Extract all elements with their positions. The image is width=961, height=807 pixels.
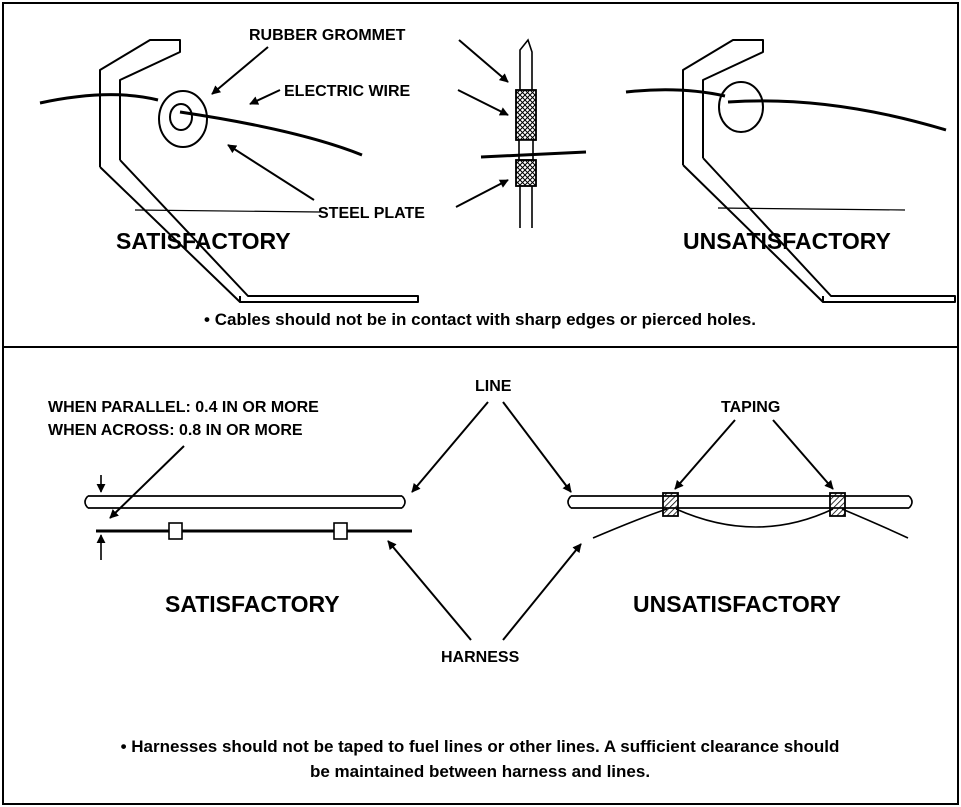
top-leader-arrows [211,39,509,208]
label-satisfactory-bottom: SATISFACTORY [165,591,340,617]
note-taping-line2: be maintained between harness and lines. [310,762,650,781]
taping-mark [829,492,846,517]
line-pipe-satisfactory [88,495,402,509]
note-sharp-edges: • Cables should not be in contact with s… [204,310,756,329]
label-when-parallel: WHEN PARALLEL: 0.4 IN OR MORE [48,399,319,416]
grommet-detail [480,38,587,228]
steel-plate-without-grommet [625,39,956,303]
steel-plate-edge-line [480,150,587,159]
line-pipe-unsatisfactory [571,495,909,509]
label-unsatisfactory-top: UNSATISFACTORY [683,228,891,254]
note-taping-line1: • Harnesses should not be taped to fuel … [121,737,840,756]
electric-wire-unsatisfactory [727,99,947,132]
electric-wire-satisfactory [179,110,363,157]
label-satisfactory-top: SATISFACTORY [116,228,291,254]
label-steel-plate: STEEL PLATE [318,205,425,222]
harness-unsatisfactory [675,508,834,528]
satisfactory-line-harness [84,475,412,560]
label-taping: TAPING [721,399,780,416]
label-unsatisfactory-bottom: UNSATISFACTORY [633,591,841,617]
harness-clip [333,522,348,540]
steel-plate-with-grommet [39,39,419,303]
label-rubber-grommet: RUBBER GROMMET [249,27,406,44]
pierced-hole-shape [718,81,764,133]
harness-clip [168,522,183,540]
bottom-leader-arrows [109,401,834,641]
unsatisfactory-line-harness [567,492,913,539]
label-when-across: WHEN ACROSS: 0.8 IN OR MORE [48,422,303,439]
label-harness: HARNESS [441,649,520,666]
taping-mark [662,492,679,517]
label-electric-wire: ELECTRIC WIRE [284,83,411,100]
label-line: LINE [475,378,512,395]
